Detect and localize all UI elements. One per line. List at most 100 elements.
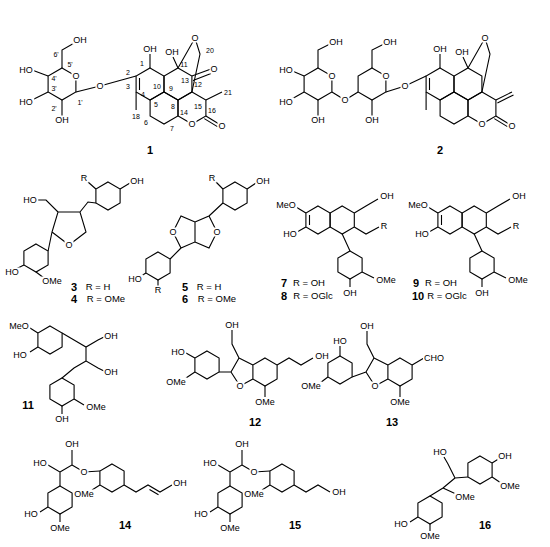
atom-label: OH — [172, 479, 188, 488]
atom-label: O — [95, 82, 104, 91]
locant-number: 13 — [180, 77, 190, 84]
atom-label: O — [400, 82, 409, 91]
locant-number: 20 — [205, 47, 215, 54]
atom-label: OH — [364, 116, 380, 125]
compound-number: 11 — [21, 400, 35, 411]
atom-label: HO — [4, 268, 20, 277]
atom-label: O — [187, 120, 196, 129]
bonds — [14, 38, 514, 531]
atom-label: OMe — [49, 524, 71, 533]
locant-number: 10 — [152, 83, 162, 90]
atom-label: OH — [497, 452, 513, 461]
locant-number: 4 — [140, 91, 146, 98]
locant-number: 1' — [76, 99, 83, 106]
compound-number: 5 — [181, 282, 189, 293]
atom-label: O — [327, 72, 336, 81]
locant-number: 9 — [168, 85, 174, 92]
atom-label: OMe — [454, 493, 476, 502]
atom-label: OMe — [300, 382, 322, 391]
atom-label: OH — [314, 352, 330, 361]
locant-number: 7 — [169, 125, 175, 132]
atom-label: O — [249, 468, 258, 477]
atom-label: HO — [22, 196, 38, 205]
atom-label: HO — [32, 459, 48, 468]
atom-label: OMe — [165, 378, 187, 387]
locant-number: 3' — [50, 85, 57, 92]
atom-label: HO — [202, 459, 218, 468]
atom-label: O — [340, 96, 349, 105]
atom-label: O — [480, 34, 489, 43]
locant-number: 16 — [207, 107, 217, 114]
atom-label: OH — [454, 48, 470, 57]
atom-label: HO — [332, 337, 348, 346]
atom-label: O — [168, 228, 177, 237]
substituent-note: R = OGlc — [292, 291, 333, 301]
atom-label: OMe — [85, 403, 107, 412]
atom-label: OH — [328, 38, 344, 47]
atom-label: OH — [331, 488, 347, 497]
atom-label: R — [208, 174, 217, 183]
compound-number: 15 — [288, 520, 302, 531]
atom-label: OMe — [375, 276, 397, 285]
atom-label: HO — [432, 448, 448, 457]
atom-label: HO — [278, 66, 294, 75]
atom-label: OH — [54, 116, 70, 125]
atom-label: OH — [54, 415, 70, 424]
compound-number: 8 — [280, 291, 288, 302]
atom-label: O — [235, 382, 244, 391]
compound-number: 1 — [146, 145, 154, 156]
compound-number: 6 — [181, 294, 189, 305]
atom-label: OH — [72, 36, 88, 45]
atom-label: HO — [414, 230, 430, 239]
locant-number: 4' — [50, 75, 57, 82]
atom-label: OMe — [499, 482, 521, 491]
substituent-note: R = OH — [424, 278, 458, 288]
locant-number: 21 — [223, 89, 233, 96]
compound-number: 16 — [478, 520, 492, 531]
atom-label: O — [64, 241, 73, 250]
atom-label: OH — [103, 368, 119, 377]
compound-number: 2 — [436, 145, 444, 156]
atom-label: OH — [342, 289, 358, 298]
locant-number: 11 — [179, 61, 188, 68]
compound-number: 14 — [118, 520, 132, 531]
locant-number: 3 — [125, 83, 131, 90]
locant-number: 1 — [139, 60, 145, 67]
locant-number: 5 — [153, 101, 159, 108]
compound-number: 7 — [280, 278, 288, 289]
atom-label: HO — [18, 98, 34, 107]
atom-label: HO — [23, 510, 39, 519]
atom-label: O — [507, 122, 516, 131]
compound-number: 3 — [70, 282, 78, 293]
atom-label: OH — [234, 440, 250, 449]
locant-number: 12 — [193, 81, 203, 88]
atom-label: R — [380, 222, 389, 231]
compound-number: 12 — [248, 417, 262, 428]
atom-label: OH — [511, 192, 527, 201]
substituent-note: R = OH — [292, 278, 326, 288]
locant-number: 18 — [131, 113, 141, 120]
atom-label: OH — [382, 38, 398, 47]
locant-number: 2 — [125, 69, 131, 76]
atom-label: O — [71, 72, 80, 81]
atom-label: OH — [310, 116, 326, 125]
atom-label: OMe — [243, 490, 265, 499]
atom-label: OH — [359, 322, 375, 331]
atom-label: O — [217, 122, 226, 131]
atom-label: O — [79, 468, 88, 477]
atom-label: OMe — [219, 524, 241, 533]
atom-label: MeO — [407, 201, 429, 210]
atom-label: OMe — [254, 398, 276, 407]
compound-number: 4 — [70, 294, 78, 305]
atom-label: OH — [432, 45, 448, 54]
atom-label: OMe — [419, 532, 441, 541]
atom-label: R — [512, 222, 521, 231]
atom-label: O — [370, 382, 379, 391]
atom-label: OH — [474, 289, 490, 298]
atom-label: OH — [379, 192, 395, 201]
atom-label: OH — [224, 321, 240, 330]
compound-number: 9 — [412, 278, 420, 289]
atom-label: O — [381, 72, 390, 81]
atom-label: O — [477, 120, 486, 129]
